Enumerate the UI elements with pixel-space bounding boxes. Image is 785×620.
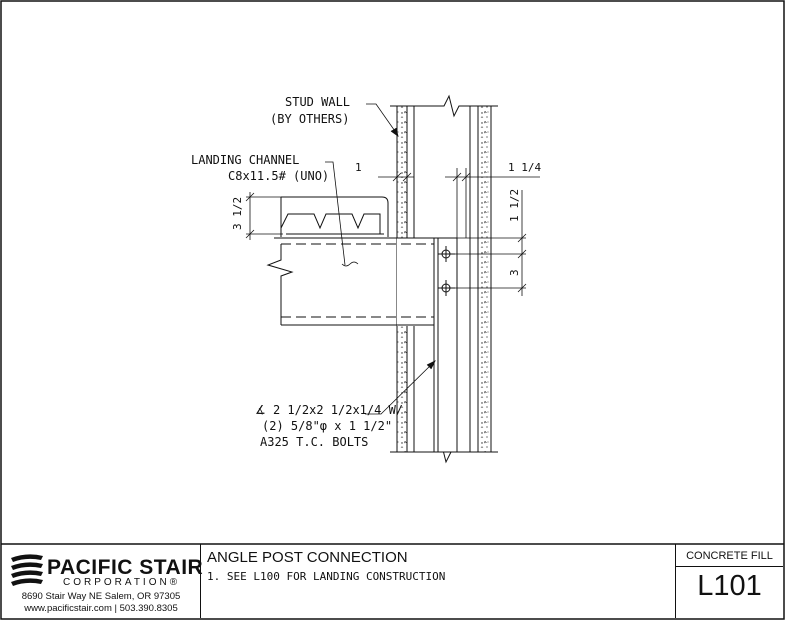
landing-channel-size: C8x11.5# (UNO) — [228, 169, 329, 183]
dimension-1-1-4: 1 1/4 — [508, 161, 541, 174]
company-name: PACIFIC STAIR — [47, 556, 204, 579]
dimension-1-1-2: 1 1/2 — [508, 189, 521, 222]
landing-channel-label: LANDING CHANNEL — [191, 153, 299, 167]
dimension-1: 1 — [355, 161, 362, 174]
dimension-lines — [245, 168, 540, 296]
stud-wall-sublabel: (BY OTHERS) — [270, 112, 349, 126]
bolt-markers — [438, 246, 455, 296]
sheet-number: L101 — [697, 570, 762, 602]
landing-channel — [266, 196, 438, 326]
company-logo-icon — [11, 554, 43, 586]
sheet-note: 1. SEE L100 FOR LANDING CONSTRUCTION — [207, 570, 446, 583]
title-block: PACIFIC STAIR CORPORATION® 8690 Stair Wa… — [1, 544, 783, 618]
company-contact: www.pacificstair.com | 503.390.8305 — [24, 603, 178, 614]
sheet-title: ANGLE POST CONNECTION — [207, 549, 408, 566]
stud-wall-label: STUD WALL — [285, 95, 350, 109]
connection-angle — [433, 237, 458, 453]
bolt-label: (2) 5/8"φ x 1 1/2" — [262, 419, 392, 433]
company-cell: PACIFIC STAIR CORPORATION® 8690 Stair Wa… — [1, 544, 204, 618]
leader-lines — [325, 103, 436, 415]
sheet-number-cell: CONCRETE FILL L101 — [676, 544, 783, 618]
company-address: 8690 Stair Way NE Salem, OR 97305 — [21, 591, 181, 602]
dimension-3: 3 — [508, 269, 521, 276]
bolt-spec-label: A325 T.C. BOLTS — [260, 435, 368, 449]
dimension-3-1-2: 3 1/2 — [231, 197, 244, 230]
sheet-category: CONCRETE FILL — [676, 546, 783, 567]
company-subtitle: CORPORATION® — [63, 577, 181, 588]
angle-label: ∡ 2 1/2x2 1/2x1/4 W/ — [255, 403, 403, 417]
description-cell: ANGLE POST CONNECTION 1. SEE L100 FOR LA… — [201, 544, 676, 618]
